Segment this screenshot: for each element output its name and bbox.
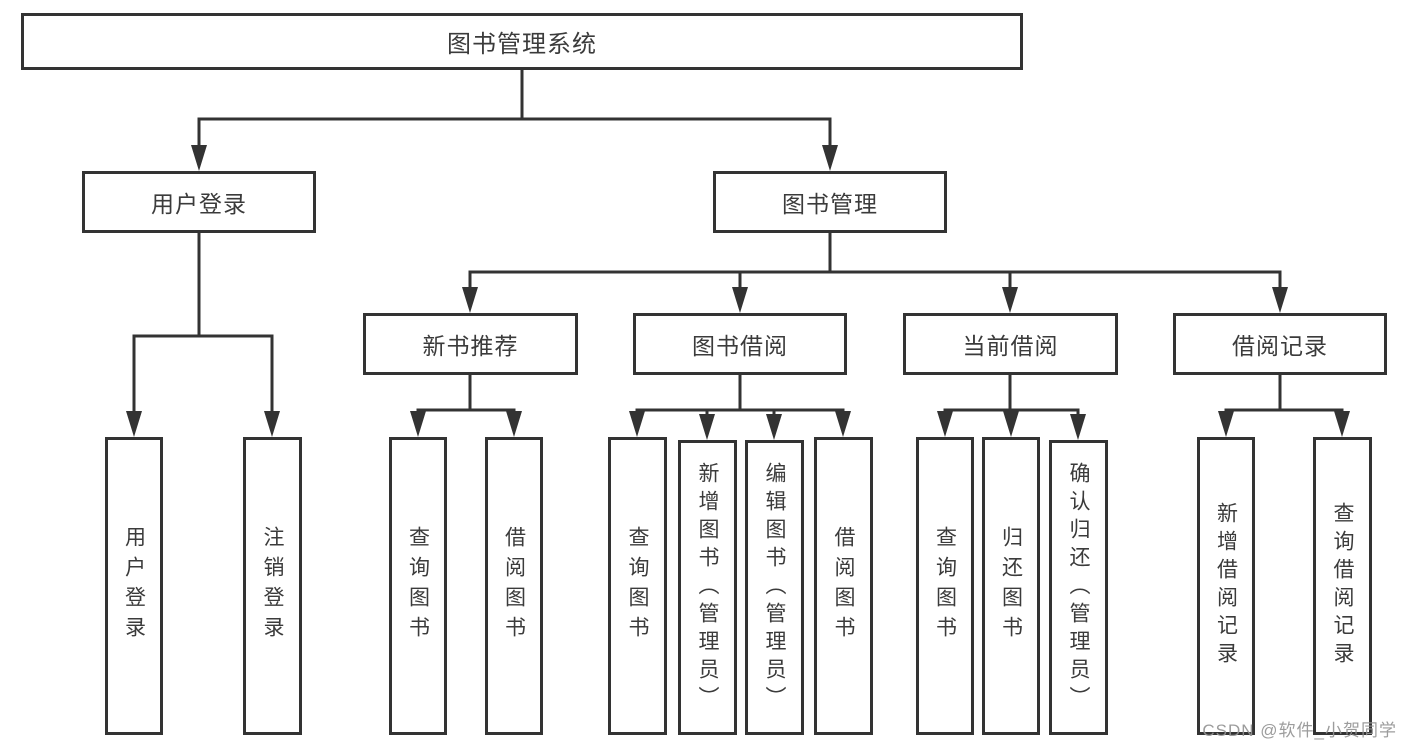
leaf-current-return-books-label: 归还图书 xyxy=(999,526,1023,646)
leaf-newbook-borrow-books: 借阅图书 xyxy=(485,437,543,735)
leaf-current-confirm-return-admin-label: 确认归还（管理员） xyxy=(1067,461,1090,714)
node-current-borrow-label: 当前借阅 xyxy=(962,333,1059,359)
leaf-borrow-add-books-admin: 新增图书（管理员） xyxy=(678,440,737,735)
connector-path xyxy=(132,70,1344,414)
leaf-logout: 注销登录 xyxy=(243,437,302,735)
node-book-borrow: 图书借阅 xyxy=(633,313,847,375)
leaf-records-add-record: 新增借阅记录 xyxy=(1197,437,1255,735)
node-book-management-label: 图书管理 xyxy=(782,191,878,217)
leaf-logout-label: 注销登录 xyxy=(261,526,284,646)
leaf-borrow-edit-books-admin: 编辑图书（管理员） xyxy=(745,440,804,735)
leaf-current-query-books-label: 查询图书 xyxy=(933,526,957,646)
node-borrow-record-label: 借阅记录 xyxy=(1232,333,1328,359)
node-book-management: 图书管理 xyxy=(713,171,947,233)
csdn-watermark: CSDN @软件_小贺同学 xyxy=(1202,721,1397,740)
leaf-newbook-borrow-books-label: 借阅图书 xyxy=(502,526,526,646)
node-borrow-record: 借阅记录 xyxy=(1173,313,1387,375)
leaf-current-query-books: 查询图书 xyxy=(916,437,974,735)
leaf-user-login: 用户登录 xyxy=(105,437,163,735)
leaf-borrow-borrow-books: 借阅图书 xyxy=(814,437,873,735)
node-new-book-recommend: 新书推荐 xyxy=(363,313,578,375)
node-new-book-recommend-label: 新书推荐 xyxy=(422,333,519,359)
node-user-login-label: 用户登录 xyxy=(151,191,247,217)
leaf-borrow-borrow-books-label: 借阅图书 xyxy=(832,526,855,646)
leaf-borrow-edit-books-admin-label: 编辑图书（管理员） xyxy=(763,461,786,714)
leaf-borrow-query-books: 查询图书 xyxy=(608,437,667,735)
node-root: 图书管理系统 xyxy=(21,13,1023,70)
node-user-login: 用户登录 xyxy=(82,171,316,233)
connector-arrowheads xyxy=(126,145,1350,440)
leaf-records-query-record: 查询借阅记录 xyxy=(1313,437,1372,735)
leaf-newbook-query-books: 查询图书 xyxy=(389,437,447,735)
leaf-borrow-query-books-label: 查询图书 xyxy=(626,526,649,646)
leaf-user-login-label: 用户登录 xyxy=(122,526,146,646)
leaf-current-return-books: 归还图书 xyxy=(982,437,1040,735)
leaf-records-add-record-label: 新增借阅记录 xyxy=(1214,502,1238,670)
leaf-borrow-add-books-admin-label: 新增图书（管理员） xyxy=(696,461,719,714)
leaf-current-confirm-return-admin: 确认归还（管理员） xyxy=(1049,440,1108,735)
leaf-records-query-record-label: 查询借阅记录 xyxy=(1331,502,1354,670)
node-book-borrow-label: 图书借阅 xyxy=(692,333,788,359)
node-root-label: 图书管理系统 xyxy=(447,31,597,58)
node-current-borrow: 当前借阅 xyxy=(903,313,1118,375)
leaf-newbook-query-books-label: 查询图书 xyxy=(406,526,430,646)
